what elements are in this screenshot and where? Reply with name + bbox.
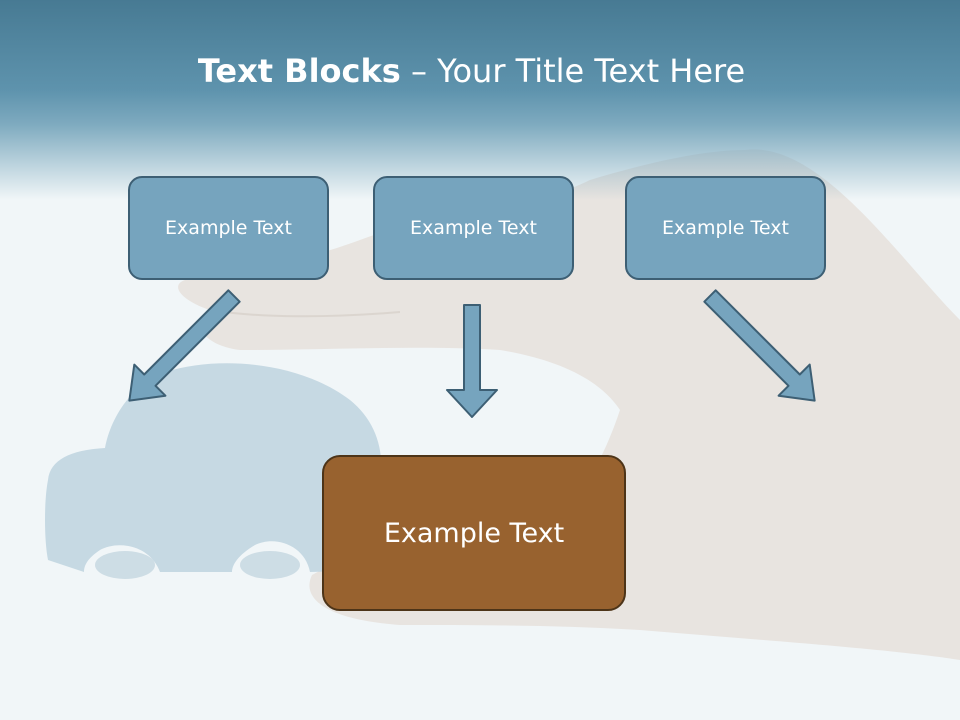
slide-title: Text Blocks – Your Title Text Here (0, 52, 943, 90)
text-block-2-label: Example Text (410, 217, 537, 239)
car-illustration (45, 363, 382, 572)
text-block-2[interactable]: Example Text (373, 176, 574, 280)
title-bold: Text Blocks (197, 52, 401, 90)
arrow-left-diagonal (128, 289, 241, 402)
arrow-right-diagonal (703, 289, 816, 402)
text-block-main-label: Example Text (383, 517, 565, 549)
car-rear-wheel-shadow (95, 551, 155, 579)
text-block-3[interactable]: Example Text (625, 176, 826, 280)
text-block-1[interactable]: Example Text (128, 176, 329, 280)
car-front-wheel-shadow (240, 551, 300, 579)
text-block-1-label: Example Text (165, 217, 292, 239)
title-light: – Your Title Text Here (400, 52, 746, 90)
text-block-main[interactable]: Example Text (322, 455, 626, 611)
header-band (0, 0, 960, 200)
text-block-3-label: Example Text (662, 217, 789, 239)
arrow-center-down (446, 304, 498, 418)
